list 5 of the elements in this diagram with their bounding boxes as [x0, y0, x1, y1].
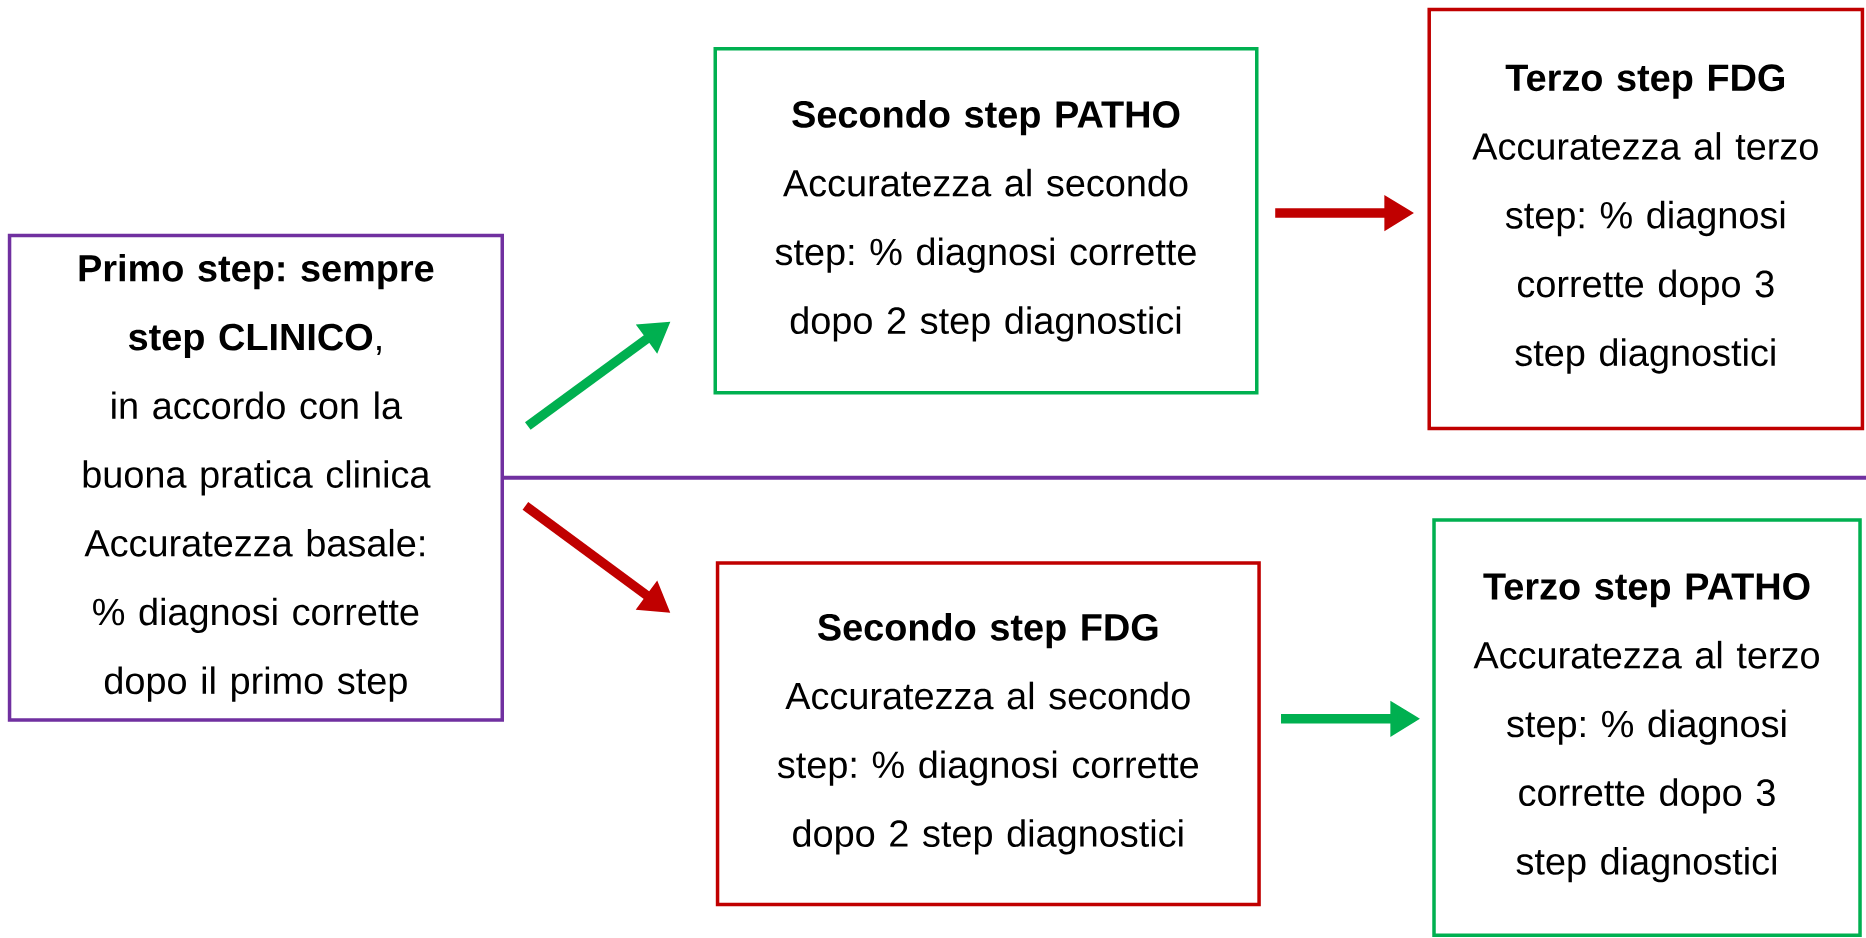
step-box: Secondo step FDG Accuratezza al secondo step: % diagnosi corrette dopo 2 step diagnostici: [715, 561, 1261, 907]
step-box: Terzo step FDG Accuratezza al terzo step: % diagnosi corrette dopo 3 step diagnostici: [1427, 7, 1865, 431]
step-box: Primo step: sempre step CLINICO, in accordo con la buona pratica clinica Accuratezza basale: % diagnosi corrette dopo il primo step: [7, 233, 504, 722]
step-box: Secondo step PATHO Accuratezza al secondo step: % diagnosi corrette dopo 2 step diagnostici: [713, 47, 1259, 395]
step-box: Terzo step PATHO Accuratezza al terzo step: % diagnosi corrette dopo 3 step diagnostici: [1432, 518, 1862, 938]
